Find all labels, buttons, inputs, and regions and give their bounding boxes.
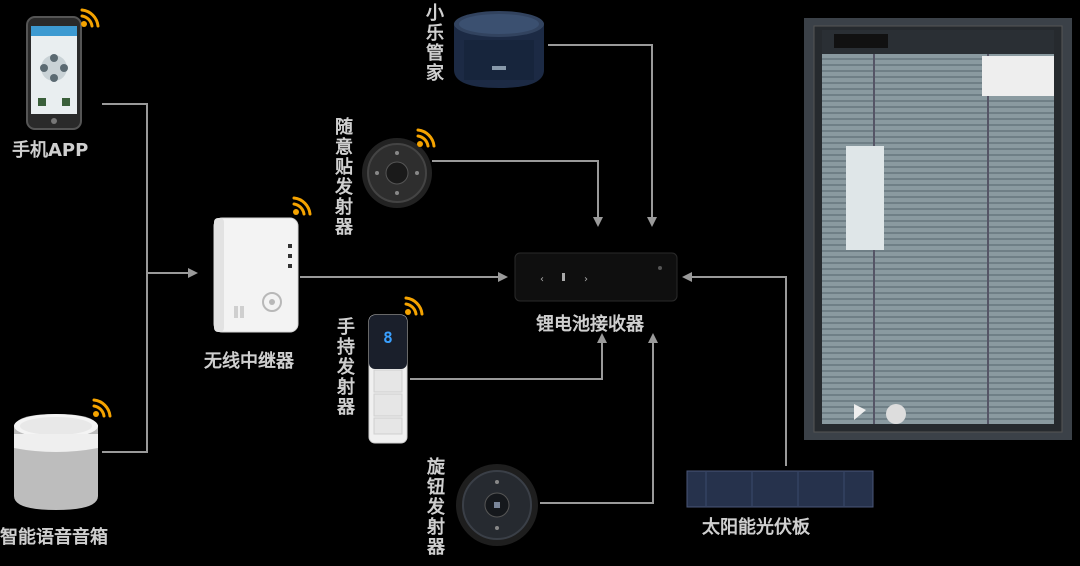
handheld-node: 8 <box>368 314 408 444</box>
smart-speaker-icon <box>14 414 98 510</box>
smartphone-icon <box>26 16 82 130</box>
window-blinds-illustration <box>804 18 1072 440</box>
xiaole-label: 小乐管家 <box>426 3 444 84</box>
smart-speaker-node <box>10 408 102 512</box>
phone-to-bus-line <box>102 103 148 453</box>
wireless-repeater-icon <box>213 217 299 333</box>
smart-speaker-label: 智能语音音箱 <box>0 527 108 548</box>
suiyi-to-receiver-arrow <box>432 160 603 227</box>
solar-to-receiver-arrow <box>682 272 787 466</box>
handheld-to-receiver-arrow <box>410 333 607 380</box>
wifi-icon <box>92 398 112 418</box>
solar-panel-node <box>686 470 874 508</box>
window-blinds-node <box>804 18 1072 440</box>
handheld-label: 手持发射器 <box>337 317 355 418</box>
receiver-node: ‹ › <box>514 252 678 302</box>
receiver-label: 锂电池接收器 <box>536 314 644 335</box>
knob-remote-icon <box>456 464 538 546</box>
wifi-icon <box>416 128 436 148</box>
knob-label: 旋钮发射器 <box>427 457 445 558</box>
repeater-node <box>212 216 300 334</box>
round-remote-icon <box>362 138 432 208</box>
xiaole-speaker-node <box>450 6 548 90</box>
repeater-label: 无线中继器 <box>204 351 294 372</box>
knob-node <box>454 462 540 548</box>
svg-text:›: › <box>584 274 588 285</box>
knob-to-receiver-arrow <box>540 333 658 504</box>
solar-panel-icon <box>686 470 874 508</box>
phone-app-label: 手机APP <box>12 140 89 161</box>
handheld-remote-icon <box>368 314 408 444</box>
wifi-icon <box>292 196 312 216</box>
solar-panel-label: 太阳能光伏板 <box>702 517 810 538</box>
wifi-icon <box>404 296 424 316</box>
xiaole-to-receiver-arrow <box>548 44 657 227</box>
smart-speaker-puck-icon <box>454 11 544 88</box>
suiyi-tie-label: 随意贴发射器 <box>335 117 353 238</box>
phone-app-node <box>26 16 82 130</box>
suiyi-tie-node <box>360 136 434 210</box>
battery-receiver-icon: ‹ › <box>514 252 678 302</box>
svg-text:‹: ‹ <box>540 274 544 285</box>
handheld-display: 8 <box>383 328 393 347</box>
wifi-icon <box>80 8 100 28</box>
